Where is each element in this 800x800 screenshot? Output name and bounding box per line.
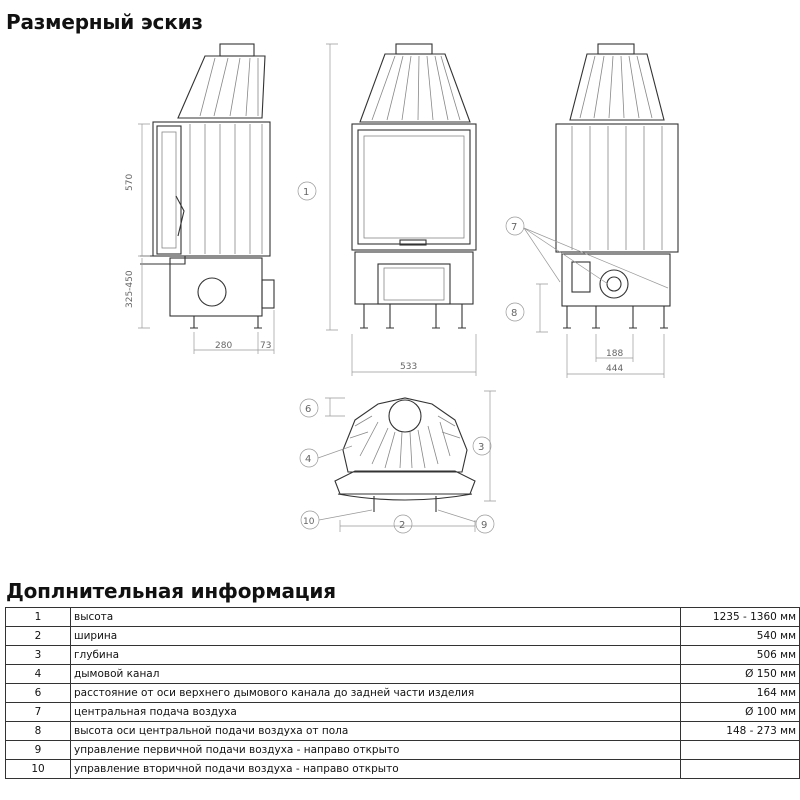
row-description: расстояние от оси верхнего дымового кана… bbox=[70, 683, 681, 703]
side-height-bottom-label: 325-450 bbox=[125, 270, 135, 308]
row-value bbox=[680, 759, 800, 779]
row-description: высота оси центральной подачи воздуха от… bbox=[70, 721, 681, 741]
row-number: 8 bbox=[5, 721, 71, 741]
row-number: 9 bbox=[5, 740, 71, 760]
info-heading: Доплнительная информация bbox=[6, 579, 336, 603]
back-view: 7 8 188 444 bbox=[505, 43, 679, 378]
side-view: 570 325-450 280 73 bbox=[125, 43, 275, 354]
row-description: управление первичной подачи воздуха - на… bbox=[70, 740, 681, 760]
row-description: управление вторичной подачи воздуха - на… bbox=[70, 759, 681, 779]
row-number: 1 bbox=[5, 607, 71, 627]
side-height-top-label: 570 bbox=[125, 174, 135, 191]
row-number: 4 bbox=[5, 664, 71, 684]
row-description: глубина bbox=[70, 645, 681, 665]
back-width-label: 444 bbox=[606, 364, 623, 374]
top-view: 6 4 3 10 2 9 bbox=[299, 390, 496, 534]
side-spigot-label: 73 bbox=[260, 341, 271, 351]
row-value bbox=[680, 740, 800, 760]
top-callout-6: 6 bbox=[305, 404, 311, 415]
row-description: дымовой канал bbox=[70, 664, 681, 684]
row-description: высота bbox=[70, 607, 681, 627]
front-view: 1 533 bbox=[297, 43, 477, 376]
row-number: 3 bbox=[5, 645, 71, 665]
row-number: 2 bbox=[5, 626, 71, 646]
row-number: 6 bbox=[5, 683, 71, 703]
back-callout-8: 8 bbox=[511, 308, 517, 319]
sketch-heading: Размерный эскиз bbox=[6, 10, 203, 34]
dimension-drawing: 570 325-450 280 73 1 533 7 bbox=[125, 43, 679, 534]
row-value: Ø 150 мм bbox=[680, 664, 800, 684]
top-callout-2: 2 bbox=[399, 520, 405, 531]
front-width-label: 533 bbox=[400, 362, 417, 372]
row-value: Ø 100 мм bbox=[680, 702, 800, 722]
row-value: 164 мм bbox=[680, 683, 800, 703]
top-callout-10: 10 bbox=[303, 517, 315, 527]
top-callout-9: 9 bbox=[481, 520, 487, 531]
front-callout-1: 1 bbox=[303, 187, 309, 198]
back-axis-label: 188 bbox=[606, 349, 623, 359]
row-description: ширина bbox=[70, 626, 681, 646]
row-number: 10 bbox=[5, 759, 71, 779]
side-depth-label: 280 bbox=[215, 341, 232, 351]
row-value: 1235 - 1360 мм bbox=[680, 607, 800, 627]
row-value: 148 - 273 мм bbox=[680, 721, 800, 741]
row-value: 506 мм bbox=[680, 645, 800, 665]
top-callout-3: 3 bbox=[478, 442, 484, 453]
row-number: 7 bbox=[5, 702, 71, 722]
row-value: 540 мм bbox=[680, 626, 800, 646]
top-callout-4: 4 bbox=[305, 454, 311, 465]
row-description: центральная подача воздуха bbox=[70, 702, 681, 722]
back-callout-7: 7 bbox=[511, 222, 517, 233]
